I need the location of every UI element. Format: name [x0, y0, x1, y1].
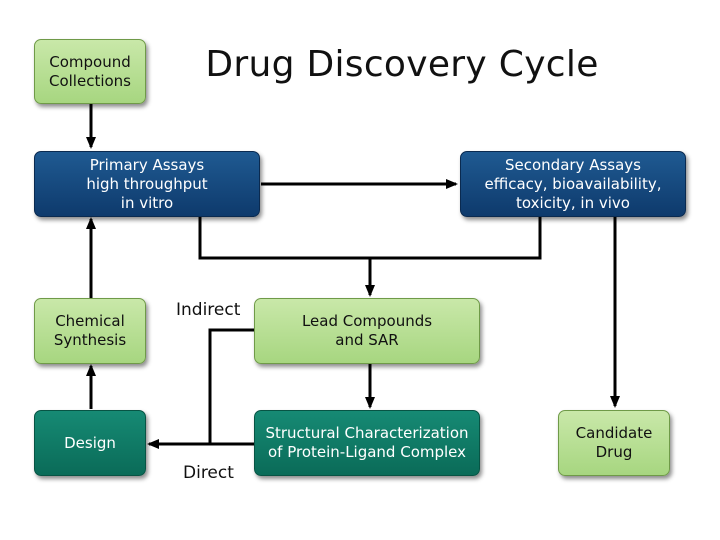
node-text: Drug	[595, 443, 633, 461]
node-text: toxicity, in vivo	[516, 193, 630, 212]
diagram-title: Drug Discovery Cycle	[205, 44, 599, 85]
edge-label-direct: Direct	[183, 463, 234, 483]
node-text: of Protein-Ligand Complex	[267, 443, 467, 461]
node-text: Structural Characterization	[265, 424, 469, 442]
node-chemical-synthesis: Chemical Synthesis	[34, 298, 146, 364]
node-text: Secondary Assays	[505, 155, 641, 174]
node-text: Candidate	[575, 424, 653, 442]
node-text: Lead Compounds	[301, 312, 433, 330]
node-text: Collections	[48, 71, 131, 90]
node-text: in vitro	[120, 193, 174, 212]
connector-indirect	[208, 328, 254, 444]
node-compound-collections: Compound Collections	[34, 39, 146, 104]
node-text: Synthesis	[53, 331, 127, 349]
node-candidate-drug: Candidate Drug	[558, 410, 670, 476]
node-text: and SAR	[335, 331, 399, 349]
node-secondary-assays: Secondary Assays efficacy, bioavailabili…	[460, 151, 686, 217]
node-structural-characterization: Structural Characterization of Protein-L…	[254, 410, 480, 476]
node-text: Compound	[49, 52, 131, 71]
node-text: efficacy, bioavailability,	[484, 174, 662, 193]
node-text: high throughput	[86, 174, 208, 193]
node-design: Design	[34, 410, 146, 476]
connector-primary-to-merge	[198, 217, 542, 260]
edge-label-indirect: Indirect	[176, 300, 241, 320]
node-primary-assays: Primary Assays high throughput in vitro	[34, 151, 260, 217]
node-text: Chemical	[55, 312, 125, 330]
node-text: Primary Assays	[89, 155, 205, 174]
node-lead-compounds: Lead Compounds and SAR	[254, 298, 480, 364]
node-text: Design	[64, 433, 116, 452]
